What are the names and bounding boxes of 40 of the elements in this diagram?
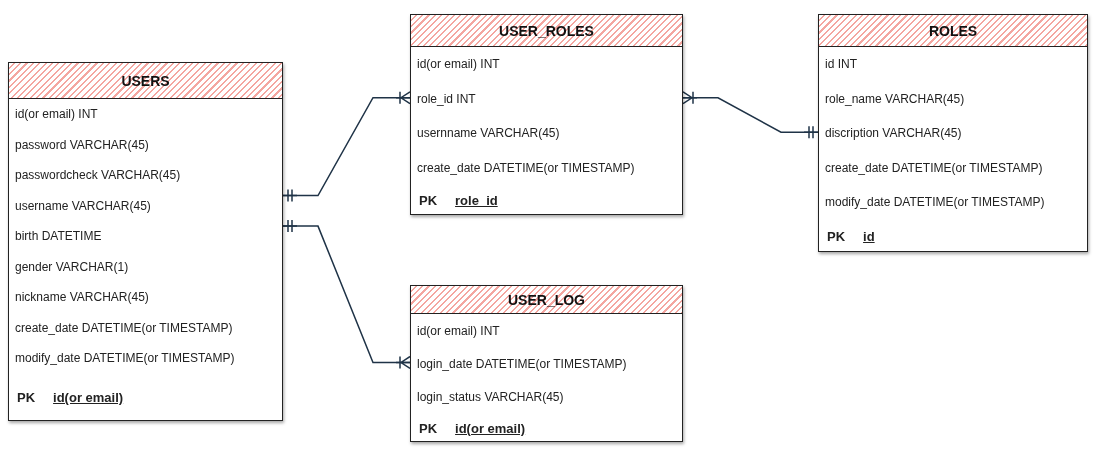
column-field: role_name VARCHAR(45) <box>825 91 965 106</box>
column-field: create_date DATETIME(or TIMESTAMP) <box>417 160 635 175</box>
relationship-line <box>282 91 411 203</box>
column-field: modify_date DATETIME(or TIMESTAMP) <box>15 351 235 366</box>
column-field: id(or email) INT <box>15 107 98 122</box>
column-field: role_id INT <box>417 91 476 106</box>
column-field: login_status VARCHAR(45) <box>417 389 564 404</box>
column-field: gender VARCHAR(1) <box>15 259 129 274</box>
table-header: USER_ROLES <box>411 15 682 47</box>
table-header: ROLES <box>819 15 1087 47</box>
column-field: usernname VARCHAR(45) <box>417 126 560 141</box>
column-field: nickname VARCHAR(45) <box>15 290 149 305</box>
relationship-line <box>282 219 411 370</box>
column-field: id(or email) INT <box>417 57 500 72</box>
primary-key: role_id <box>455 193 498 208</box>
column-field: id INT <box>825 57 857 72</box>
column-field: login_date DATETIME(or TIMESTAMP) <box>417 356 627 371</box>
pk-label: PK <box>17 390 36 405</box>
entity-table <box>8 62 283 421</box>
table-header: USER_LOG <box>411 286 682 314</box>
pk-label: PK <box>419 420 438 436</box>
primary-key: id(or email) <box>53 390 124 405</box>
relationship-line <box>682 91 819 139</box>
column-field: password VARCHAR(45) <box>15 137 149 152</box>
column-field: create_date DATETIME(or TIMESTAMP) <box>825 160 1043 175</box>
table-header: USERS <box>9 63 282 99</box>
primary-key: id <box>863 228 875 244</box>
entity-table <box>410 285 683 442</box>
column-field: discription VARCHAR(45) <box>825 126 962 141</box>
column-field: passwordcheck VARCHAR(45) <box>15 168 181 183</box>
column-field: birth DATETIME <box>15 229 102 244</box>
column-field: create_date DATETIME(or TIMESTAMP) <box>15 320 233 335</box>
primary-key: id(or email) <box>455 420 526 436</box>
column-field: username VARCHAR(45) <box>15 198 151 213</box>
entity-table <box>818 14 1088 252</box>
pk-label: PK <box>827 228 846 244</box>
column-field: modify_date DATETIME(or TIMESTAMP) <box>825 195 1045 210</box>
entity-table <box>410 14 683 215</box>
pk-label: PK <box>419 193 438 208</box>
column-field: id(or email) INT <box>417 323 500 338</box>
